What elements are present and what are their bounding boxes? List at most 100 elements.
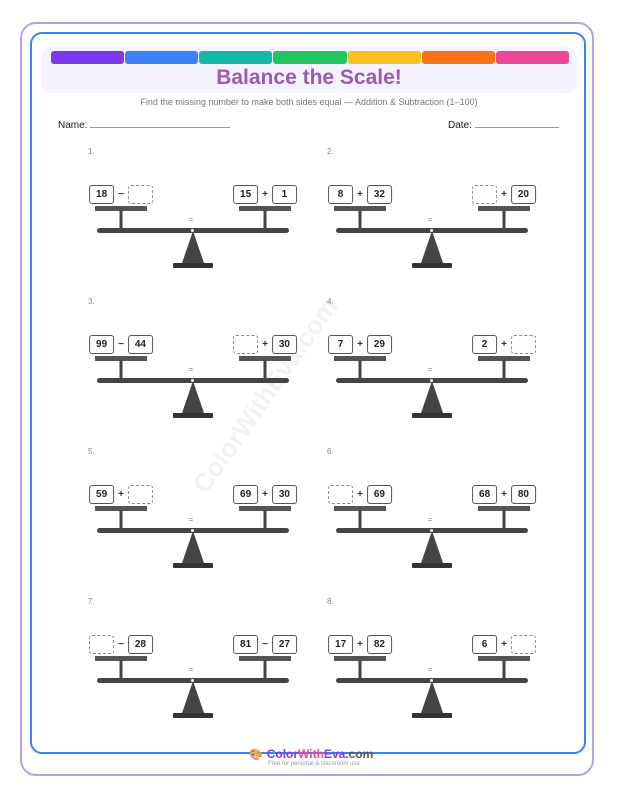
right-expression: +30: [233, 334, 297, 355]
equals-sign: =: [428, 367, 433, 374]
color-stripe: [421, 51, 495, 64]
number-box: 29: [366, 335, 392, 354]
equals-sign: =: [428, 217, 433, 224]
number-box: 27: [271, 635, 297, 654]
pivot-pin: [190, 228, 195, 233]
date-line[interactable]: [474, 118, 559, 128]
number-box: 7: [328, 335, 354, 354]
right-post: [263, 210, 267, 230]
problem-number: 7.: [88, 597, 95, 606]
answer-blank-box[interactable]: [328, 485, 354, 504]
right-pan: [478, 656, 530, 661]
right-expression: 6+: [472, 634, 536, 655]
equals-sign: =: [428, 667, 433, 674]
scale-fulcrum: [421, 681, 443, 713]
left-expression: 99−44: [89, 334, 153, 355]
operator: +: [501, 339, 507, 350]
date-field[interactable]: Date:: [448, 118, 559, 131]
left-expression: −28: [89, 634, 153, 655]
left-post: [358, 660, 362, 680]
left-pan: [95, 656, 147, 661]
problem-number: 1.: [88, 147, 95, 156]
left-post: [119, 360, 123, 380]
scale-fulcrum: [182, 231, 204, 263]
rainbow-stripes: [51, 51, 569, 64]
color-stripe: [125, 51, 199, 64]
operator: +: [262, 339, 268, 350]
right-post: [263, 510, 267, 530]
operator: +: [501, 189, 507, 200]
problem-number: 3.: [88, 297, 95, 306]
right-post: [502, 660, 506, 680]
number-box: 17: [328, 635, 354, 654]
problem-5: 5.59+69+30=: [70, 447, 300, 587]
scale-fulcrum: [182, 381, 204, 413]
right-post: [502, 510, 506, 530]
scale-fulcrum: [182, 681, 204, 713]
number-box: 44: [127, 335, 153, 354]
page-title: Balance the Scale!: [216, 66, 402, 89]
operator: +: [262, 489, 268, 500]
answer-blank-box[interactable]: [233, 335, 259, 354]
operator: −: [262, 639, 268, 650]
answer-blank-box[interactable]: [127, 185, 153, 204]
answer-blank-box[interactable]: [472, 185, 498, 204]
pivot-pin: [429, 378, 434, 383]
number-box: 1: [271, 185, 297, 204]
problem-number: 8.: [327, 597, 334, 606]
scale-base: [173, 263, 213, 268]
left-expression: 7+29: [328, 334, 392, 355]
number-box: 2: [472, 335, 498, 354]
left-pan: [334, 206, 386, 211]
scale-fulcrum: [421, 381, 443, 413]
name-field[interactable]: Name:: [58, 118, 231, 131]
scale-base: [412, 413, 452, 418]
right-pan: [239, 356, 291, 361]
pivot-pin: [190, 678, 195, 683]
operator: +: [118, 489, 124, 500]
problem-number: 5.: [88, 447, 95, 456]
number-box: 99: [89, 335, 115, 354]
left-pan: [334, 506, 386, 511]
number-box: 8: [328, 185, 354, 204]
answer-blank-box[interactable]: [510, 635, 536, 654]
right-expression: 68+80: [472, 484, 536, 505]
left-pan: [95, 206, 147, 211]
number-box: 80: [510, 485, 536, 504]
answer-blank-box[interactable]: [127, 485, 153, 504]
number-box: 30: [271, 335, 297, 354]
answer-blank-box[interactable]: [510, 335, 536, 354]
scale-fulcrum: [182, 531, 204, 563]
operator: +: [501, 489, 507, 500]
left-expression: 18−: [89, 184, 153, 205]
number-box: 69: [233, 485, 259, 504]
left-expression: 17+82: [328, 634, 392, 655]
left-post: [358, 360, 362, 380]
problem-3: 3.99−44+30=: [70, 297, 300, 437]
pivot-pin: [429, 228, 434, 233]
name-line[interactable]: [90, 118, 231, 128]
left-post: [119, 660, 123, 680]
answer-blank-box[interactable]: [89, 635, 115, 654]
number-box: 15: [233, 185, 259, 204]
brand-com: .com: [345, 747, 374, 761]
number-box: 20: [510, 185, 536, 204]
color-stripe: [199, 51, 273, 64]
scale-base: [412, 713, 452, 718]
left-expression: +69: [328, 484, 392, 505]
pivot-pin: [190, 378, 195, 383]
outer-border: [20, 22, 594, 776]
equals-sign: =: [189, 517, 194, 524]
right-expression: 15+1: [233, 184, 297, 205]
brand-color: Color: [266, 747, 299, 761]
right-pan: [478, 356, 530, 361]
pivot-pin: [429, 678, 434, 683]
operator: +: [357, 189, 363, 200]
number-box: 59: [89, 485, 115, 504]
operator: +: [357, 639, 363, 650]
scale-base: [412, 563, 452, 568]
right-pan: [239, 206, 291, 211]
left-pan: [334, 656, 386, 661]
